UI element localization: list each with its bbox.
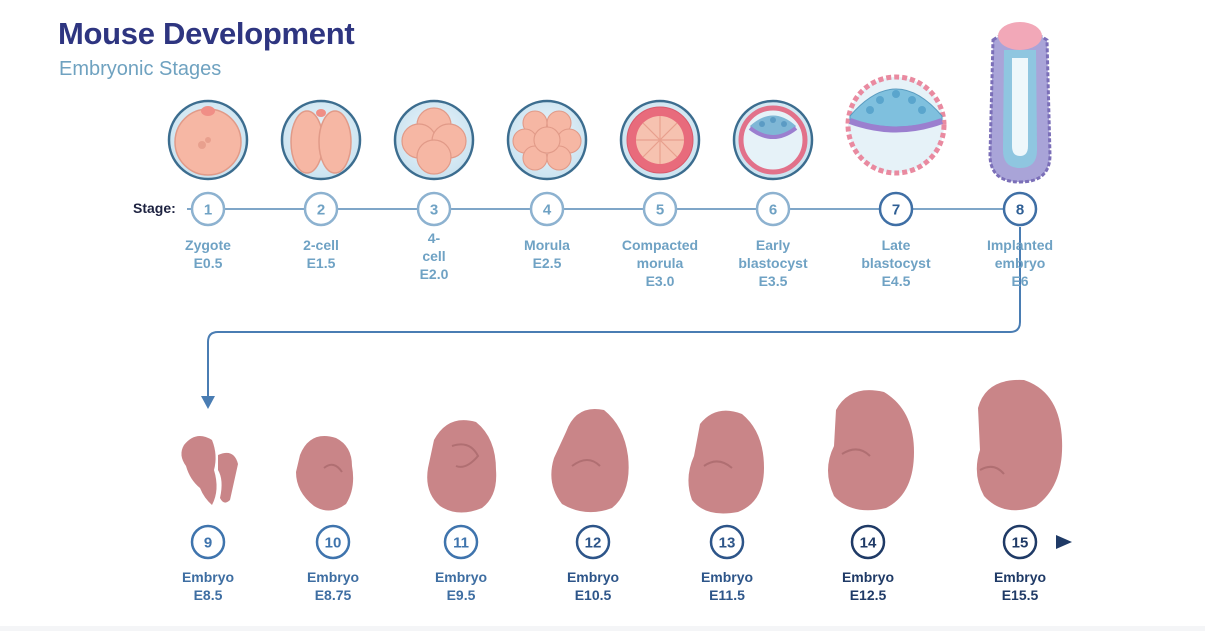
stage-name: blastocyst	[718, 254, 828, 272]
stage-marker-15: 15	[1004, 526, 1036, 558]
stage-day: E11.5	[672, 586, 782, 604]
stage-number: 11	[453, 535, 469, 552]
implanted-embryo-illustration	[990, 22, 1050, 182]
stage-marker-9: 9	[192, 526, 224, 558]
stage-number: 4	[543, 202, 552, 219]
stage-name: Embryo	[813, 568, 923, 586]
embryo-e9-5-illustration	[427, 420, 496, 512]
four-cell-illustration	[395, 101, 473, 179]
stage-name: Embryo	[672, 568, 782, 586]
stage-marker-12: 12	[577, 526, 609, 558]
stage-number: 10	[325, 535, 342, 552]
embryo-e8-75-illustration	[296, 436, 353, 510]
stage-marker-11: 11	[445, 526, 477, 558]
stage-name: Embryo	[965, 568, 1075, 586]
stage-marker-13: 13	[711, 526, 743, 558]
compacted-morula-illustration	[621, 101, 699, 179]
stage-day: E15.5	[965, 586, 1075, 604]
stage-number: 2	[317, 202, 325, 219]
embryo-e10-5-illustration	[551, 409, 628, 512]
stage-marker-10: 10	[317, 526, 349, 558]
embryo-e15-5-illustration	[977, 380, 1062, 510]
stage-name: 2-cell	[266, 236, 376, 254]
morula-illustration	[508, 101, 586, 179]
stage-label-10: EmbryoE8.75	[278, 568, 388, 604]
stage-number: 1	[204, 202, 212, 219]
stage-marker-14: 14	[852, 526, 884, 558]
embryo-e8-5-illustration	[181, 436, 238, 505]
stage-name: Embryo	[406, 568, 516, 586]
stage-marker-3: 3	[418, 193, 450, 225]
stage-marker-4: 4	[531, 193, 563, 225]
stage-number: 8	[1016, 202, 1024, 219]
early-blastocyst-illustration	[734, 101, 812, 179]
stage-name: Compacted	[605, 236, 715, 254]
stage-marker-5: 5	[644, 193, 676, 225]
stage-number: 5	[656, 202, 664, 219]
stage-marker-6: 6	[757, 193, 789, 225]
stage-day: E3.5	[718, 272, 828, 290]
stage-name: blastocyst	[841, 254, 951, 272]
two-cell-illustration	[282, 101, 360, 179]
stage-name: Morula	[492, 236, 602, 254]
stage-name: Implanted	[965, 236, 1075, 254]
stage-label-3: 4-cellE2.0	[414, 229, 454, 283]
stage-number: 9	[204, 535, 212, 552]
connector-arrowhead	[201, 396, 215, 409]
stage-day: E4.5	[841, 272, 951, 290]
stage-number: 14	[860, 535, 877, 552]
stage-number: 3	[430, 202, 438, 219]
stage-day: E9.5	[406, 586, 516, 604]
stage-day: E10.5	[538, 586, 648, 604]
stage-marker-2: 2	[305, 193, 337, 225]
stage-name: cell	[414, 247, 454, 265]
stage-number: 12	[585, 535, 602, 552]
embryo-e12-5-illustration	[828, 390, 914, 510]
stage-name: Late	[841, 236, 951, 254]
stage-name: Early	[718, 236, 828, 254]
late-blastocyst-illustration	[848, 77, 944, 173]
stage-marker-1: 1	[192, 193, 224, 225]
stage-day: E8.5	[153, 586, 263, 604]
stage-marker-7: 7	[880, 193, 912, 225]
stage-day: E8.75	[278, 586, 388, 604]
stage-name: Embryo	[538, 568, 648, 586]
stage-name: Embryo	[153, 568, 263, 586]
stage-number: 13	[719, 535, 736, 552]
stage-marker-8: 8	[1004, 193, 1036, 225]
stage-name: Zygote	[153, 236, 263, 254]
stage-name: 4-	[414, 229, 454, 247]
stage-name: Embryo	[278, 568, 388, 586]
stage-number: 6	[769, 202, 777, 219]
stage-name: morula	[605, 254, 715, 272]
stage-number: 15	[1012, 535, 1029, 552]
embryo-e11-5-illustration	[688, 411, 764, 514]
stage-day: E1.5	[266, 254, 376, 272]
stage-day: E6	[965, 272, 1075, 290]
stage-day: E3.0	[605, 272, 715, 290]
stage-day: E2.0	[414, 265, 454, 283]
stage-day: E12.5	[813, 586, 923, 604]
stage-number: 7	[892, 202, 900, 219]
zygote-illustration	[169, 101, 247, 179]
timeline-arrowhead	[1056, 535, 1072, 549]
stage-name: embryo	[965, 254, 1075, 272]
stage-day: E0.5	[153, 254, 263, 272]
stage-day: E2.5	[492, 254, 602, 272]
